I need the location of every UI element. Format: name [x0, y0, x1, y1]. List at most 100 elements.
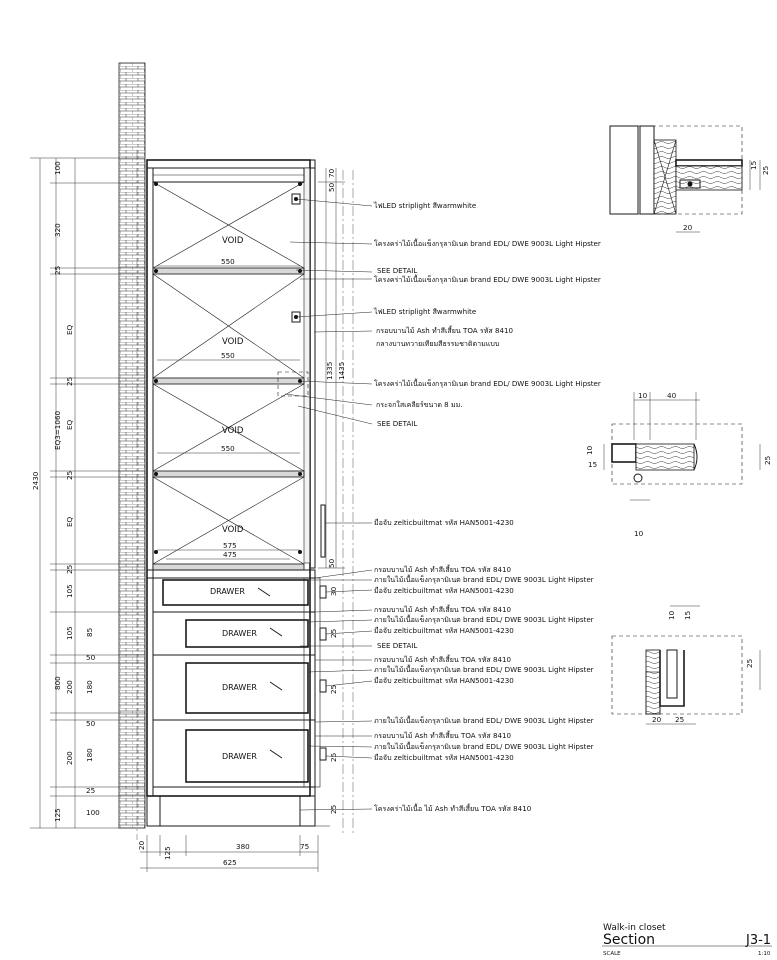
svg-text:10: 10: [638, 391, 648, 400]
svg-text:EQ: EQ: [65, 324, 74, 335]
shelf: [152, 377, 305, 385]
svg-text:550: 550: [221, 444, 235, 453]
leader-lines: [284, 198, 373, 811]
scale-label: SCALE: [603, 951, 621, 957]
note: โครงคร่าไม้เนื้อ ไม้ Ash ทำสีเสี้ยน TOA …: [374, 803, 532, 813]
svg-text:105: 105: [65, 584, 74, 598]
scale-value: 1:10: [758, 951, 771, 957]
svg-text:105: 105: [65, 626, 74, 640]
note: กรอบบานไม้ Ash ทำสีเสี้ยน TOA รหัส 8410: [374, 604, 512, 614]
note: โครงคร่าไม้เนื้อแข็งกรุลามิเนต brand EDL…: [374, 274, 601, 284]
svg-text:85: 85: [85, 628, 94, 637]
door-frame: [309, 167, 316, 569]
svg-text:10: 10: [585, 445, 594, 455]
svg-text:15: 15: [749, 161, 758, 170]
svg-text:50: 50: [327, 182, 336, 192]
drawer-front: [185, 662, 309, 714]
svg-text:10: 10: [667, 610, 676, 620]
right-dimensions: 70 50 1335 1435 50 30 25 25 25 25: [318, 168, 346, 814]
area-labels: VOID VOID VOID VOID DRAWER DRAWER DRAWER…: [210, 236, 257, 761]
shelf: [152, 267, 305, 275]
svg-text:200: 200: [65, 751, 74, 765]
dim-total: 2430: [31, 471, 40, 490]
svg-text:180: 180: [85, 680, 94, 694]
svg-text:20: 20: [683, 223, 693, 232]
note: SEE DETAIL: [377, 641, 417, 650]
note: โครงคร่าไม้เนื้อแข็งกรุลามิเนต brand EDL…: [374, 238, 601, 248]
long-handle: [320, 504, 326, 558]
drawer-handle: [319, 585, 327, 761]
dim-125: 125: [53, 808, 62, 822]
note: ภายในไม้เนื้อแข็งกรุลามิเนต brand EDL/ D…: [374, 664, 594, 674]
note: กรอบบานไม้ Ash ทำสีเสี้ยน TOA รหัส 8410: [374, 654, 512, 664]
drawer-label: DRAWER: [210, 587, 245, 596]
void-label: VOID: [222, 426, 244, 436]
back-panel: [146, 167, 154, 797]
svg-text:25: 25: [86, 786, 95, 795]
left-dimensions: 2430 100 320 25 EQ 25 EQ 25 EQ 25 EQ3=10…: [30, 157, 145, 829]
svg-text:100: 100: [53, 161, 62, 175]
drawer-base-plinth: [146, 569, 316, 579]
detail-callout-box: [277, 371, 309, 397]
drawing-title: Section: [603, 932, 655, 948]
svg-text:25: 25: [65, 471, 74, 480]
note: มือจับ zelticbuiltmat รหัส HAN5001-4230: [374, 753, 514, 762]
svg-text:15: 15: [588, 460, 597, 469]
note: กลางบานทวายเทียมสีธรรมชาติตามแบบ: [376, 339, 499, 348]
svg-text:50: 50: [86, 719, 96, 728]
svg-text:550: 550: [221, 257, 235, 266]
svg-text:25: 25: [65, 565, 74, 574]
note: SEE DETAIL: [377, 419, 417, 428]
svg-text:380: 380: [236, 842, 250, 851]
svg-text:70: 70: [327, 168, 336, 178]
annotation-notes: ไฟLED striplight สีwarmwhite โครงคร่าไม้…: [373, 201, 601, 813]
note: ภายในไม้เนื้อแข็งกรุลามิเนต brand EDL/ D…: [374, 715, 594, 725]
main-section: [118, 62, 354, 840]
void-cross: [152, 476, 305, 565]
svg-text:25: 25: [53, 266, 62, 275]
void-label: VOID: [222, 337, 244, 347]
note: ภายในไม้เนื้อแข็งกรุลามิเนต brand EDL/ D…: [374, 614, 594, 624]
svg-text:320: 320: [53, 223, 62, 237]
dim-800: 800: [53, 676, 62, 690]
svg-text:75: 75: [300, 842, 309, 851]
drawer-label: DRAWER: [222, 683, 257, 692]
shelf-support: [154, 182, 302, 554]
glass-door: [303, 167, 311, 564]
void-label: VOID: [222, 236, 244, 246]
svg-text:475: 475: [223, 550, 237, 559]
svg-text:30: 30: [329, 586, 338, 596]
shelf: [152, 563, 305, 571]
svg-text:EQ: EQ: [65, 419, 74, 430]
svg-text:25: 25: [761, 166, 770, 175]
svg-text:125: 125: [163, 846, 172, 860]
detail-bottom: 10 15 25 20 25: [611, 605, 761, 725]
drawer-front: [185, 619, 309, 648]
note: มือจับ zelticbuiltmat รหัส HAN5001-4230: [374, 676, 514, 685]
svg-text:1335: 1335: [325, 362, 334, 380]
svg-text:25: 25: [763, 456, 772, 465]
detail-top: 15 25 20: [609, 125, 770, 233]
svg-text:100: 100: [86, 808, 100, 817]
svg-text:EQ: EQ: [65, 516, 74, 527]
plinth: [146, 795, 316, 827]
svg-text:15: 15: [683, 611, 692, 620]
svg-text:1435: 1435: [337, 362, 346, 380]
void-label: VOID: [222, 525, 244, 535]
svg-text:25: 25: [745, 659, 754, 668]
svg-text:20: 20: [652, 715, 662, 724]
svg-text:50: 50: [327, 558, 336, 568]
note: มือจับ zelticbuiltmat รหัส HAN5001-4230: [374, 518, 514, 527]
shelf: [152, 470, 305, 478]
note: กระจกใสเคลียร์ขนาด 8 มม.: [376, 400, 463, 409]
svg-text:40: 40: [667, 391, 677, 400]
note: มือจับ zelticbuiltmat รหัส HAN5001-4230: [374, 586, 514, 595]
dim-eq3: EQ3=1060: [53, 410, 62, 450]
void-cross: [152, 181, 305, 269]
dim-625: 625: [223, 858, 237, 867]
svg-text:200: 200: [65, 680, 74, 694]
svg-text:25: 25: [65, 377, 74, 386]
svg-text:180: 180: [85, 748, 94, 762]
svg-text:550: 550: [221, 351, 235, 360]
